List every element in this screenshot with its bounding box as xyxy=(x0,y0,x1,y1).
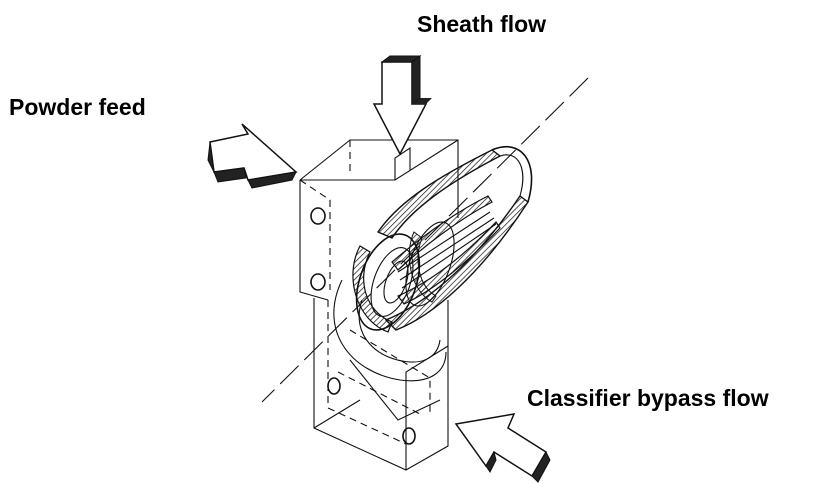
sheath-flow-label: Sheath flow xyxy=(417,11,547,37)
powder-feed-arrow xyxy=(207,123,298,189)
lower-block xyxy=(313,298,449,471)
concentric-tubes xyxy=(352,145,533,333)
curved-passage-inner xyxy=(358,299,441,363)
classifier-bypass-flow-label: Classifier bypass flow xyxy=(527,385,769,411)
bolt-hole xyxy=(402,427,416,445)
classifier-bypass-arrow xyxy=(454,413,551,483)
bolt-hole xyxy=(327,377,341,395)
sheath-flow-arrow xyxy=(372,55,432,156)
bolt-hole xyxy=(310,273,326,291)
bolt-hole xyxy=(310,207,326,225)
curved-passage xyxy=(333,279,447,382)
powder-feed-label: Powder feed xyxy=(9,94,146,120)
